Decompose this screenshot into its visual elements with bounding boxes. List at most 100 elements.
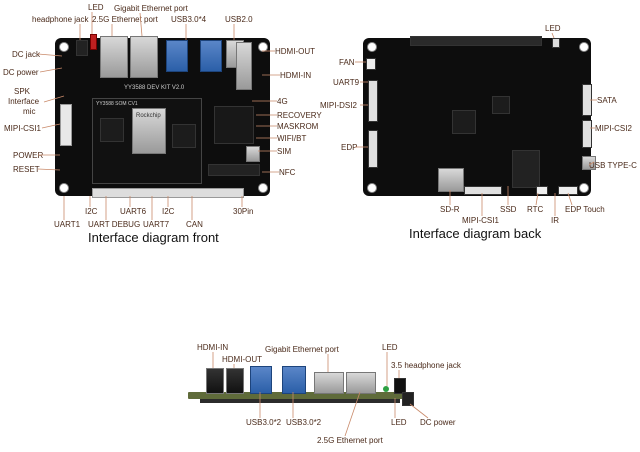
label-mipi-dsi2: MIPI-DSI2 [320, 101, 357, 110]
label-rtc: RTC [527, 205, 544, 214]
label-uart-debug: UART DEBUG [88, 220, 141, 229]
label-hdmi-in-side: HDMI-IN [197, 343, 229, 352]
label-uart1: UART1 [54, 220, 81, 229]
label-mipi-csi2: MIPI-CSI2 [595, 124, 632, 133]
fan-connector [366, 58, 376, 70]
top-edge-connectors [410, 36, 542, 46]
mount-hole [59, 42, 69, 52]
led-green [383, 386, 389, 392]
mount-hole [258, 42, 268, 52]
front-caption: Interface diagram front [88, 230, 219, 245]
label-ir: IR [551, 216, 559, 225]
label-led-bottom-side: LED [391, 418, 407, 427]
label-power: POWER [13, 151, 44, 160]
label-wifi: WIFI/BT [277, 134, 307, 143]
led-indicator [90, 34, 97, 50]
pin-header [208, 164, 260, 176]
headphone-jack [76, 40, 88, 56]
label-sim: SIM [277, 147, 292, 156]
module-silkscreen: YY3588 SOM CV1 [96, 101, 138, 107]
eth25-port-side [346, 372, 376, 394]
label-ssd: SSD [500, 205, 517, 214]
label-eth25: 2.5G Ethernet port [92, 15, 158, 24]
label-usb-a-side: USB3.0*2 [246, 418, 282, 427]
mount-hole [367, 42, 377, 52]
mount-hole [258, 183, 268, 193]
label-mic: mic [23, 107, 36, 116]
label-i2c-b: I2C [162, 207, 175, 216]
board-silkscreen: YY3588 DEV KIT V2.0 [124, 85, 185, 91]
rtc-connector [536, 186, 548, 195]
memory-chip [100, 118, 124, 142]
mount-hole [579, 183, 589, 193]
label-recovery: RECOVERY [277, 111, 322, 120]
usb30-port [166, 40, 188, 72]
label-edp: EDP [341, 143, 358, 152]
mipi-dsi2-connector [368, 80, 378, 122]
mipi-csi2-connector [582, 120, 592, 148]
label-interface: Interface [8, 97, 40, 106]
usb30-port-a [250, 366, 272, 394]
label-hdmi-out-side: HDMI-OUT [222, 355, 262, 364]
label-headphone-side: 3.5 headphone jack [391, 361, 461, 370]
label-edp-touch: EDP Touch [565, 205, 605, 214]
sd-slot [438, 168, 464, 192]
mount-hole [579, 42, 589, 52]
label-hdmi-in: HDMI-IN [280, 71, 312, 80]
label-i2c-a: I2C [85, 207, 98, 216]
side-pcb-shadow [200, 399, 400, 403]
usb30-port [200, 40, 222, 72]
label-headphone: headphone jack [32, 15, 89, 24]
label-nfc: NFC [279, 168, 296, 177]
center-chip [492, 96, 510, 114]
ssd-slot [512, 150, 540, 188]
label-fan: FAN [339, 58, 355, 67]
edp-touch-connector [558, 186, 578, 195]
led-indicator [552, 38, 560, 48]
label-usb30: USB3.0*4 [171, 15, 207, 24]
label-mipi-csi1: MIPI-CSI1 [4, 124, 41, 133]
side-pcb [188, 392, 412, 399]
hdmi-out-port [226, 368, 244, 394]
label-can: CAN [186, 220, 203, 229]
label-mipi-csi1-back: MIPI-CSI1 [462, 216, 499, 225]
edp-connector [368, 130, 378, 168]
label-reset: RESET [13, 165, 40, 174]
ethernet-25g-port [100, 36, 128, 78]
gbe-port-side [314, 372, 344, 394]
m2-slot [214, 106, 254, 144]
label-hdmi-out: HDMI-OUT [275, 47, 315, 56]
hdmi-port [236, 42, 252, 90]
usb30-port-b [282, 366, 306, 394]
leader-line [409, 403, 429, 419]
back-caption: Interface diagram back [409, 226, 542, 241]
label-4g: 4G [277, 97, 288, 106]
mount-hole [367, 183, 377, 193]
label-led-top-side: LED [382, 343, 398, 352]
label-sd: SD-R [440, 205, 460, 214]
headphone-jack-side [394, 378, 406, 394]
label-dc-power-side: DC power [420, 418, 456, 427]
label-eth25-side: 2.5G Ethernet port [317, 436, 383, 445]
label-usb-b-side: USB3.0*2 [286, 418, 322, 427]
label-uart6: UART6 [120, 207, 147, 216]
label-gbe-side: Gigabit Ethernet port [265, 345, 339, 354]
label-usb20: USB2.0 [225, 15, 253, 24]
memory-chip [172, 124, 196, 148]
label-gbe: Gigabit Ethernet port [114, 4, 188, 13]
hdmi-in-port [206, 368, 224, 394]
center-chip [452, 110, 476, 134]
label-dc-jack: DC jack [12, 50, 41, 59]
mipi-csi1-connector [464, 186, 502, 195]
label-30pin: 30Pin [233, 207, 254, 216]
ribbon-connector [60, 104, 72, 146]
soc-chip [132, 108, 166, 154]
label-spk: SPK [14, 87, 31, 96]
label-dc-power: DC power [3, 68, 39, 77]
label-maskrom: MASKROM [277, 122, 319, 131]
dc-power-jack [402, 392, 414, 406]
bottom-connector-row [92, 188, 244, 198]
soc-silkscreen: Rockchip [136, 113, 161, 119]
sim-slot [246, 146, 260, 162]
label-sata: SATA [597, 96, 617, 105]
